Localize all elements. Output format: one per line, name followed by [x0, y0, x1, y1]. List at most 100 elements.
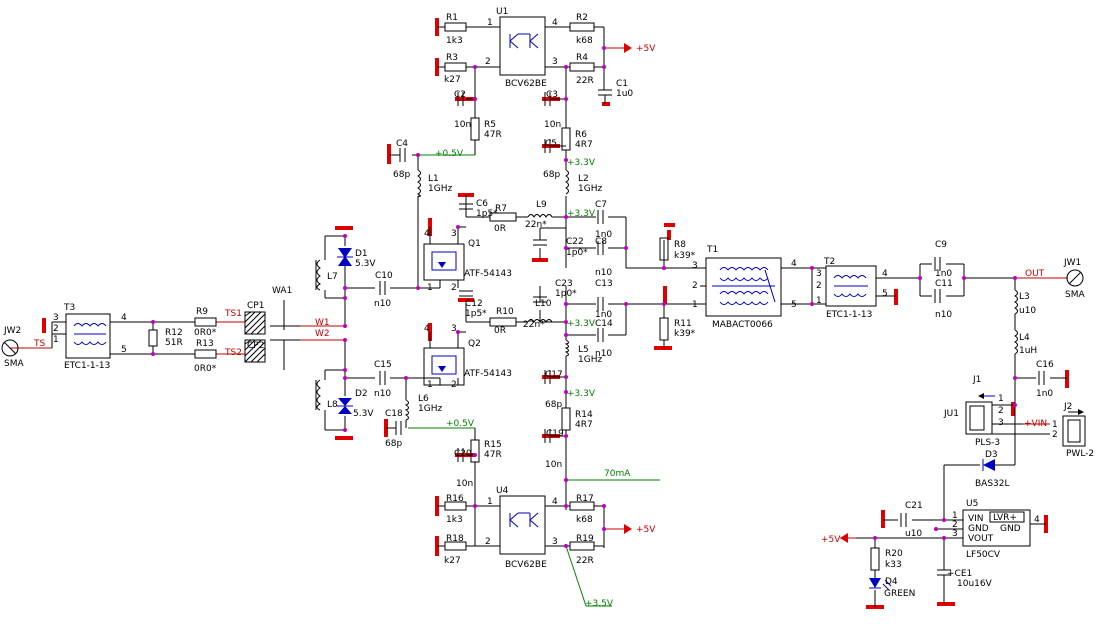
u5-pin-vout: VOUT [968, 534, 994, 544]
label-L4-value: 1uH [1019, 346, 1037, 356]
label-T2-value: ETC1-1-13 [826, 310, 872, 320]
label-D1-value: 5.3V [355, 259, 376, 269]
pin-u4-1: 1 [487, 497, 493, 507]
net-plus3v3-d: +3.3V [567, 389, 596, 399]
label-R10-value: 0R [494, 326, 506, 336]
label-R4-value: 22R [576, 76, 594, 86]
pin-t1-2: 2 [692, 281, 698, 291]
pin-q2-1: 1 [427, 380, 433, 390]
label-C9-value: 1n0 [935, 269, 952, 279]
label-R13-ref: R13 [196, 339, 214, 349]
net-ts1: TS1 [224, 309, 242, 319]
u5-pin-gnd: GND [968, 524, 989, 534]
pin-j2-2: 2 [1052, 430, 1058, 440]
net-plus3v3-b: +3.3V [567, 209, 596, 219]
label-Q2-ref: Q2 [468, 339, 481, 349]
resistors [148, 22, 880, 571]
pin-t3-3: 3 [53, 313, 59, 323]
label-R20-ref: R20 [885, 549, 903, 559]
label-L4-ref: L4 [1019, 333, 1030, 343]
label-R16-value: 1k3 [446, 515, 463, 525]
connector-jw2 [1, 339, 19, 357]
label-R17-ref: R17 [576, 494, 594, 504]
pin-u4-2: 2 [485, 537, 491, 547]
label-C19-ref: C19 [546, 429, 564, 439]
label-C3-ref: C3 [546, 90, 558, 100]
label-R14-ref: R14 [575, 410, 593, 420]
label-Q1-ref: Q1 [468, 239, 481, 249]
label-R7-ref: R7 [495, 204, 507, 214]
capacitors [379, 89, 1045, 590]
label-R9-value: 0R0* [194, 328, 217, 338]
label-R9-ref: R9 [196, 307, 208, 317]
label-R15-value: 47R [484, 450, 502, 460]
label-C4-value: 68p [393, 170, 410, 180]
pin-t1-5: 5 [791, 300, 797, 310]
label-C16-value: 1n0 [1036, 389, 1053, 399]
pin-u4-3: 3 [552, 537, 558, 547]
label-Q2-value: ATF-54143 [464, 369, 512, 379]
pin-t2-2: 2 [816, 281, 822, 291]
label-Q1-value: ATF-54143 [464, 269, 512, 279]
net-plus3v3-a: +3.3V [567, 158, 596, 168]
label-L8-ref: L8 [327, 400, 338, 410]
pin-t1-4: 4 [791, 259, 797, 269]
label-C5-value: 68p [543, 170, 560, 180]
label-R15-ref: R15 [484, 440, 502, 450]
net-plus0v5-top: +0.5V [435, 149, 464, 159]
label-R5-value: 47R [484, 130, 502, 140]
label-R8-value: k39* [674, 251, 696, 261]
label-C2-ref: C2 [454, 90, 466, 100]
pin-q2-3: 3 [451, 324, 457, 334]
power-arrows [604, 43, 856, 543]
label-R2-value: k68 [576, 36, 593, 46]
label-C6-ref: C6 [476, 199, 488, 209]
label-C13-ref: C13 [595, 279, 613, 289]
label-C14-ref: C14 [595, 319, 613, 329]
label-L5-value: 1GHz [578, 355, 602, 365]
label-T1-ref: T1 [706, 245, 718, 255]
pin-u4-4: 4 [552, 497, 558, 507]
label-JU1-ref: JU1 [943, 409, 959, 419]
pin-u1-2: 2 [485, 57, 491, 67]
pin-u5-1: 1 [952, 511, 958, 521]
label-C19-value: 10n [545, 460, 562, 470]
label-C10-value: n10 [374, 299, 391, 309]
label-R2-ref: R2 [576, 13, 588, 23]
transformer-t1 [700, 257, 782, 317]
pin-q1-4: 4 [424, 229, 430, 239]
net-plus5v-top: +5V [636, 44, 656, 54]
u4-package [499, 495, 546, 555]
pin-u5-3: 3 [952, 529, 958, 539]
label-U1-value: BCV62BE [505, 79, 547, 89]
label-R20-value: k33 [885, 560, 902, 570]
net-w2: W2 [315, 329, 330, 339]
connector-j2 [1062, 409, 1086, 447]
q1-package [423, 243, 465, 281]
net-wires [10, 154, 1068, 607]
pin-t2-1: 1 [816, 296, 822, 306]
label-R7-value: 0R [494, 224, 506, 234]
component-labels: R1 1k3 R3 k27 U1 BCV62BE 1 2 3 4 R2 k68 … [3, 7, 1094, 599]
label-R6-ref: R6 [575, 130, 587, 140]
label-R3-ref: R3 [446, 53, 458, 63]
label-CE1-value: 10u16V [957, 579, 993, 589]
label-C18-value: 68p [385, 439, 402, 449]
q2-package [423, 347, 465, 386]
label-L2-ref: L2 [578, 174, 589, 184]
label-D2-ref: D2 [355, 389, 368, 399]
label-CE1-ref: +CE1 [947, 569, 972, 579]
pin-u1-3: 3 [552, 57, 558, 67]
label-C21-ref: C21 [905, 501, 923, 511]
label-D4-ref: D4 [885, 577, 898, 587]
label-U1-ref: U1 [496, 7, 508, 17]
pin-t2-3: 3 [816, 269, 822, 279]
diodes [337, 248, 995, 591]
pin-u5-2: 2 [952, 520, 958, 530]
label-R1-value: 1k3 [446, 36, 463, 46]
label-C20-ref: C20 [454, 449, 472, 459]
pin-u1-4: 4 [552, 18, 558, 28]
pin-t1-1: 1 [692, 300, 698, 310]
cp-blocks [244, 300, 300, 370]
label-C5-ref: C5 [545, 139, 557, 149]
